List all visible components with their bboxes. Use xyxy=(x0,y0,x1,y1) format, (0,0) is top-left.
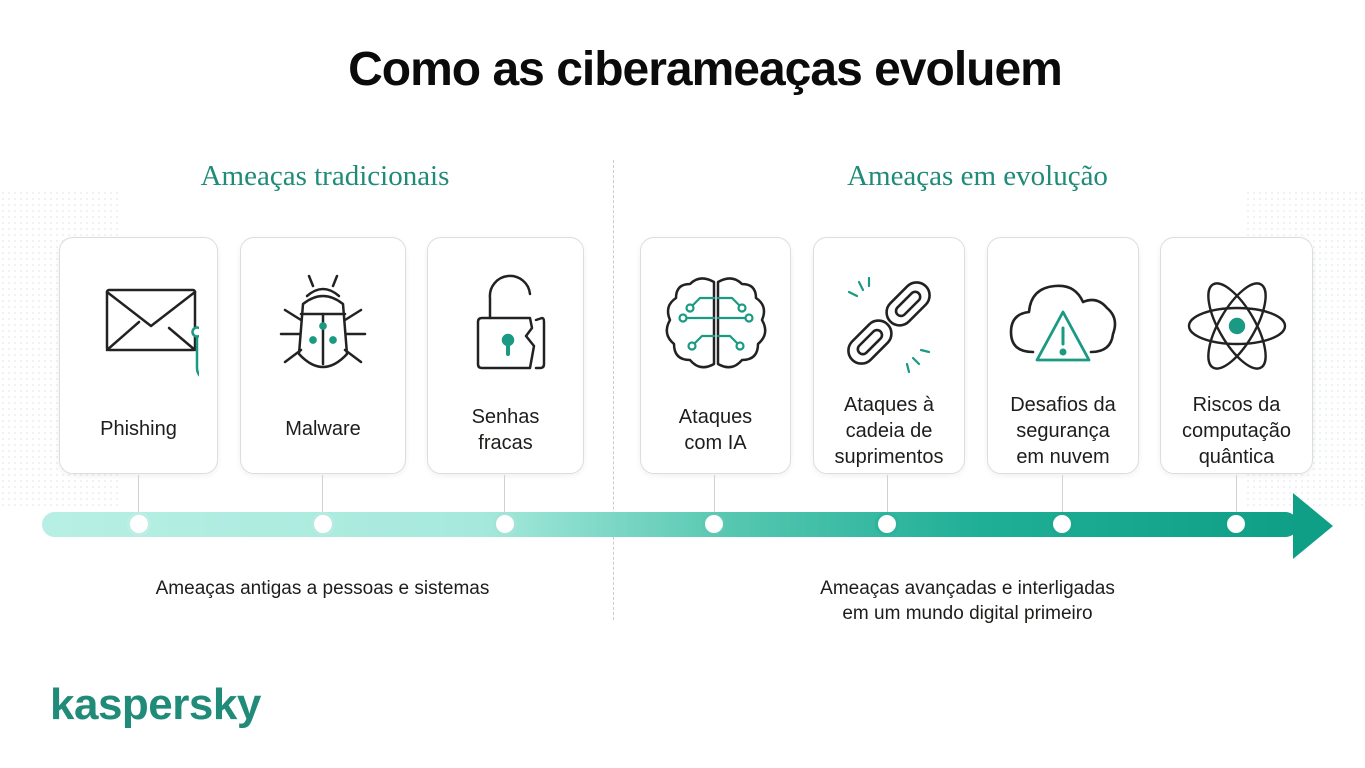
atom-icon xyxy=(1161,268,1312,378)
envelope-hook-icon xyxy=(60,268,217,378)
broken-padlock-icon xyxy=(428,268,583,378)
cloud-warning-icon xyxy=(988,268,1138,378)
card-label: Malware xyxy=(285,418,361,440)
card-connector xyxy=(1236,475,1237,515)
card-malware: Malware xyxy=(240,237,406,474)
card-phishing: Phishing xyxy=(59,237,218,474)
broken-chain-icon xyxy=(814,268,964,378)
timeline-arrowhead xyxy=(1293,493,1333,559)
card-connector xyxy=(322,475,323,515)
card-label: Riscos da computação quântica xyxy=(1182,394,1291,468)
card-label: Senhas fracas xyxy=(471,406,540,454)
card-connector xyxy=(887,475,888,515)
timeline-node xyxy=(127,512,151,536)
timeline-node xyxy=(1224,512,1248,536)
card-label: Ataques com IA xyxy=(678,406,753,454)
timeline-node xyxy=(875,512,899,536)
card-quantum-computing: Riscos da computação quântica xyxy=(1160,237,1313,474)
card-label: Phishing xyxy=(100,418,177,440)
kaspersky-logo: kaspersky xyxy=(50,680,261,729)
card-connector xyxy=(504,475,505,515)
page-title: Como as ciberameaças evoluem xyxy=(348,43,1063,96)
card-supply-chain: Ataques à cadeia de suprimentos xyxy=(813,237,965,474)
card-label: Ataques à cadeia de suprimentos xyxy=(834,394,944,468)
card-ai-attacks: Ataques com IA xyxy=(640,237,791,474)
bug-icon xyxy=(241,268,405,378)
card-label: Desafios da segurança em nuvem xyxy=(1010,394,1116,468)
ai-brain-circuit-icon xyxy=(641,268,790,378)
section-title-traditional: Ameaças tradicionais xyxy=(200,160,450,192)
timeline-node xyxy=(493,512,517,536)
timeline-node xyxy=(311,512,335,536)
card-connector xyxy=(138,475,139,515)
section-divider xyxy=(613,160,614,620)
card-connector xyxy=(1062,475,1063,515)
card-connector xyxy=(714,475,715,515)
card-cloud-security: Desafios da segurança em nuvem xyxy=(987,237,1139,474)
timeline-arrow-track xyxy=(42,512,1298,537)
caption-evolving: Ameaças avançadas e interligadas em um m… xyxy=(820,578,1115,624)
caption-traditional: Ameaças antigas a pessoas e sistemas xyxy=(155,578,490,599)
timeline-node xyxy=(1050,512,1074,536)
section-title-evolving: Ameaças em evolução xyxy=(847,160,1108,192)
card-weak-passwords: Senhas fracas xyxy=(427,237,584,474)
timeline-node xyxy=(702,512,726,536)
